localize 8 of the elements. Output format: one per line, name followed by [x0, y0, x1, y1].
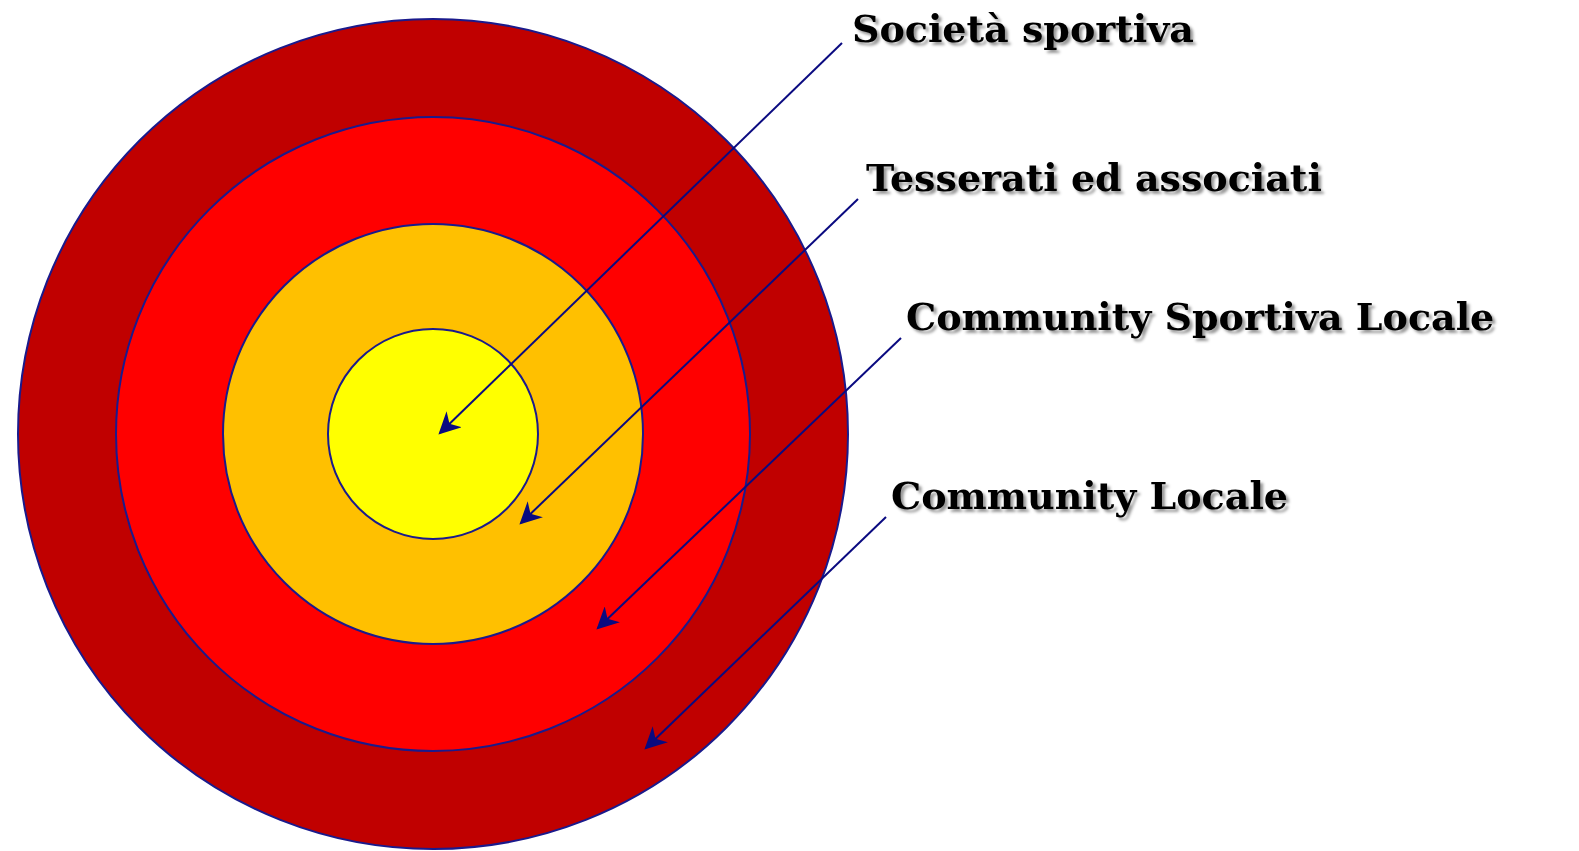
ring-label: Società sportiva — [852, 6, 1194, 51]
ring-label: Community Locale — [891, 473, 1288, 518]
ring-label: Tesserati ed associati — [866, 155, 1322, 200]
ring-label: Community Sportiva Locale — [906, 294, 1495, 339]
leader-arrow — [596, 337, 902, 630]
leader-arrow — [438, 42, 843, 435]
leader-arrow — [519, 198, 859, 525]
leader-arrow — [644, 516, 887, 750]
